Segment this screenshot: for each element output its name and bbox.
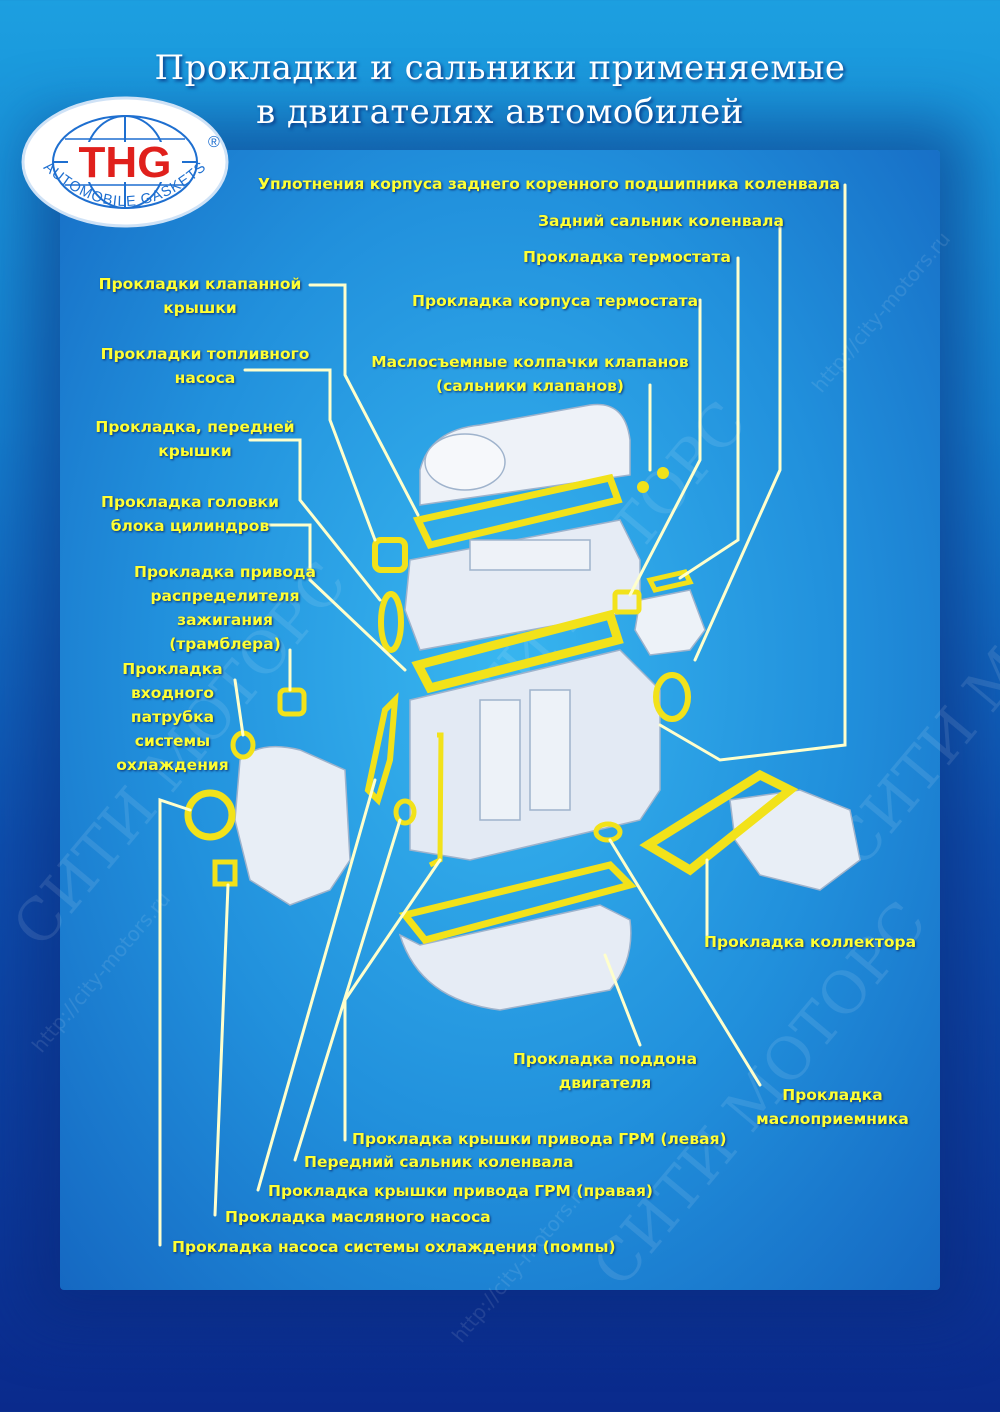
label-fuel-pump-gaskets: Прокладки топливного насоса: [95, 342, 315, 390]
label-line: крышки: [163, 299, 237, 317]
label-line: зажигания: [177, 611, 273, 629]
oil-pump-gasket: [212, 859, 238, 887]
label-line: Прокладки топливного: [100, 345, 310, 363]
label-timing-cover-right: Прокладка крышки привода ГРМ (правая): [268, 1182, 654, 1200]
manifold-gasket: [639, 769, 799, 876]
engine-block-part: [409, 649, 661, 861]
label-line: двигателя: [558, 1074, 652, 1092]
logo-brand: THG: [79, 138, 172, 187]
label-inlet-pipe-gasket: Прокладка входного патрубка системы охла…: [110, 657, 235, 777]
label-line: Прокладка, передней: [95, 418, 295, 436]
label-line: Маслосъемные колпачки клапанов: [371, 353, 689, 371]
inlet-pipe-gasket: [230, 730, 256, 760]
cylinder-head-part: [404, 519, 641, 651]
head-gasket: [411, 609, 624, 694]
label-line: насоса: [174, 369, 236, 387]
label-line: охлаждения: [116, 756, 229, 774]
gaskets: [184, 467, 799, 944]
label-line: Прокладка головки: [101, 493, 279, 511]
label-timing-cover-left: Прокладка крышки привода ГРМ (левая): [352, 1130, 727, 1148]
leader-lines: [158, 183, 847, 1247]
distributor-gasket: [277, 687, 307, 717]
label-line: входного: [130, 684, 215, 702]
label-rear-main-bearing-seals: Уплотнения корпуса заднего коренного под…: [258, 175, 840, 193]
label-line: Прокладка поддона: [512, 1050, 698, 1068]
page-title-line2: в двигателях автомобилей: [256, 92, 744, 132]
oil-pickup-gasket: [593, 821, 623, 843]
label-line: Прокладка: [122, 660, 223, 678]
water-pump-gasket: [184, 789, 236, 841]
label-distributor-gasket: Прокладка привода распределителя зажиган…: [125, 560, 325, 656]
label-line: Прокладки клапанной: [98, 275, 302, 293]
oil-pan-gasket: [398, 861, 637, 944]
label-head-gasket: Прокладка головки блока цилиндров: [95, 490, 285, 538]
label-front-cover-gasket: Прокладка, передней крышки: [95, 415, 295, 463]
front-cover-gasket: [378, 591, 404, 653]
valve-cover-part: [419, 403, 631, 506]
label-line: маслоприемника: [756, 1110, 909, 1128]
front-crank-seal-ring: [393, 798, 417, 826]
label-thermostat-gasket: Прокладка термостата: [523, 248, 731, 266]
label-valve-cover-gaskets: Прокладки клапанной крышки: [95, 272, 305, 320]
timing-cover-right-gasket: [428, 732, 444, 868]
valve-stem-seal: [657, 467, 669, 479]
label-line: патрубка: [130, 708, 215, 726]
label-oil-pickup-gasket: Прокладка маслоприемника: [735, 1083, 930, 1131]
timing-cover-part: [234, 745, 351, 906]
label-line: блока цилиндров: [110, 517, 270, 535]
label-thermostat-housing-gasket: Прокладка корпуса термостата: [412, 292, 699, 310]
valve-stem-seal: [637, 481, 649, 493]
valve-cover-gasket: [412, 473, 623, 550]
label-valve-stem-seals: Маслосъемные колпачки клапанов (сальники…: [370, 350, 690, 398]
logo-registered-mark: ®: [208, 134, 220, 151]
thg-logo: THG AUTOMOBILE GASKETS ®: [20, 95, 230, 230]
label-line: системы: [134, 732, 211, 750]
thermostat-gasket: [646, 569, 694, 593]
page-title-line1: Прокладки и сальники применяемые: [154, 48, 846, 88]
label-front-crank-seal: Передний сальник коленвала: [304, 1153, 574, 1171]
label-line: Прокладка: [782, 1086, 883, 1104]
rear-crank-seal-ring: [653, 672, 691, 722]
label-rear-crank-seal: Задний сальник коленвала: [538, 212, 784, 230]
label-line: (трамблера): [169, 635, 281, 653]
label-line: Прокладка привода: [133, 563, 317, 581]
timing-cover-left-gasket: [364, 692, 399, 806]
label-line: (сальники клапанов): [436, 377, 624, 395]
oil-pan-part: [398, 904, 632, 1011]
intake-manifold-part: [729, 789, 861, 891]
water-pump-part: [634, 589, 706, 656]
fuel-pump-gasket: [372, 537, 408, 573]
label-oil-pump-gasket: Прокладка масляного насоса: [225, 1208, 491, 1226]
label-line: распределителя: [150, 587, 300, 605]
label-water-pump-gasket: Прокладка насоса системы охлаждения (пом…: [172, 1238, 616, 1256]
label-oil-pan-gasket: Прокладка поддона двигателя: [505, 1047, 705, 1095]
label-line: крышки: [158, 442, 232, 460]
label-manifold-gasket: Прокладка коллектора: [704, 933, 917, 951]
thermostat-housing-gasket: [612, 589, 642, 615]
